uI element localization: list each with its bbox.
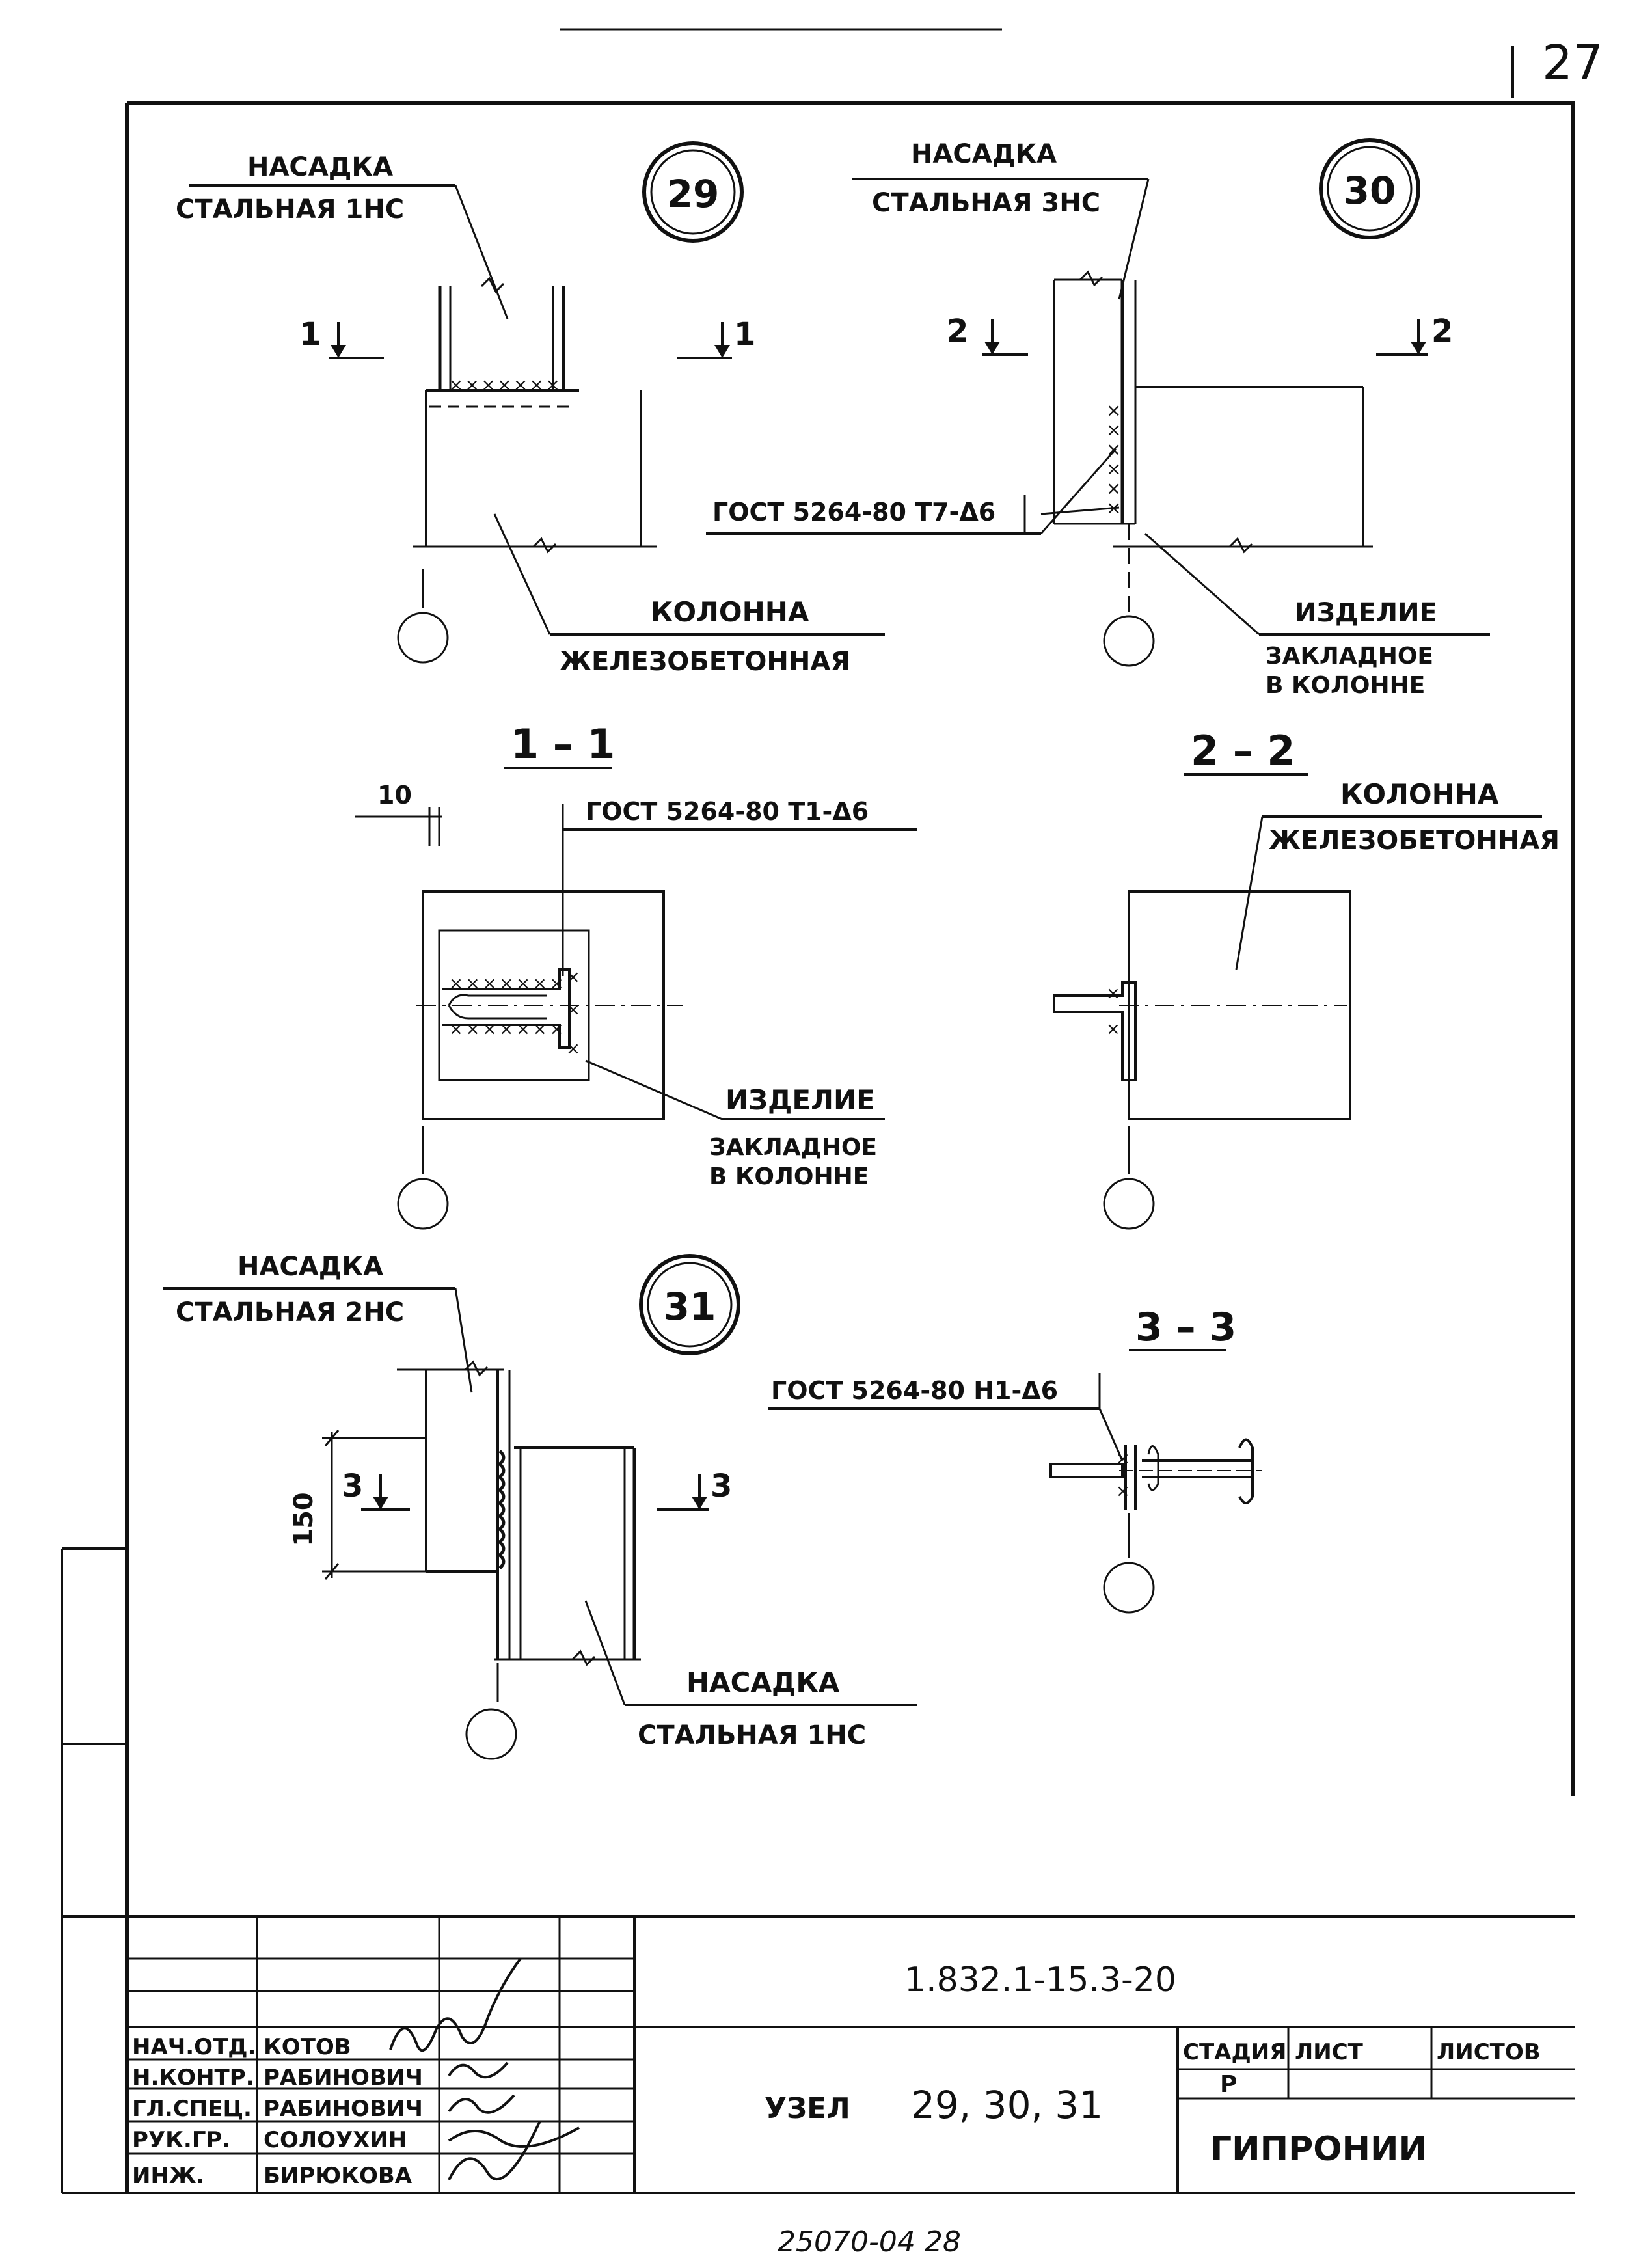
weld-callout: ГОСТ 5264-80 Т1-Δ6 <box>586 797 869 826</box>
embed-label-sub2: В КОЛОННЕ <box>709 1163 869 1190</box>
section-3-3: 3 – 3 ГОСТ 5264-80 Н1-Δ6 × × <box>768 1305 1262 1614</box>
role-label: НАЧ.ОТД. <box>132 2034 256 2060</box>
section-mark-1-left: 1 <box>299 316 321 353</box>
section-title: 2 – 2 <box>1191 727 1295 774</box>
svg-text:×: × <box>566 968 580 987</box>
axis-bubble <box>465 1708 517 1760</box>
role-label: Н.КОНТР. <box>132 2065 254 2091</box>
svg-text:×: × <box>1106 400 1121 421</box>
nasadka-label-title: НАСАДКА <box>247 152 393 182</box>
title-block <box>127 1916 1575 2193</box>
organization: ГИПРОНИИ <box>1210 2130 1427 2169</box>
svg-text:×: × <box>566 1039 580 1059</box>
svg-text:×××××××: ××××××× <box>449 974 567 994</box>
sheet-number: 27 <box>1542 35 1603 91</box>
node-marker-31 <box>639 1254 740 1355</box>
dimension-10: 10 <box>377 781 412 809</box>
nasadka-lower-title: НАСАДКА <box>686 1666 840 1698</box>
stage-header: СТАДИЯ <box>1183 2039 1286 2065</box>
person-name: КОТОВ <box>264 2034 351 2060</box>
node-numbers: 29, 30, 31 <box>911 2083 1103 2127</box>
embed-label-sub1: ЗАКЛАДНОЕ <box>709 1134 877 1161</box>
dimension-150: 150 <box>289 1492 319 1547</box>
sheet-header: ЛИСТ <box>1295 2039 1364 2065</box>
sheet-frame <box>61 101 1575 2194</box>
section-title: 1 – 1 <box>511 720 615 768</box>
role-label: РУК.ГР. <box>132 2127 230 2153</box>
column-label-sub: ЖЕЛЕЗОБЕТОННАЯ <box>1269 826 1560 856</box>
axis-bubble <box>397 612 449 664</box>
weld-callout: ГОСТ 5264-80 Н1-Δ6 <box>771 1376 1058 1405</box>
nasadka-label-sub: СТАЛЬНАЯ 1НС <box>176 195 404 224</box>
detail-29: НАСАДКА СТАЛЬНАЯ 1НС 29 ××××××× 1 1 <box>176 141 885 677</box>
person-name: СОЛОУХИН <box>264 2127 407 2153</box>
axis-bubble <box>1103 1562 1155 1614</box>
embed-label-sub2: В КОЛОННЕ <box>1266 672 1425 699</box>
axis-bubble <box>397 1178 449 1230</box>
role-label: ИНЖ. <box>132 2163 204 2189</box>
section-mark-2-right: 2 <box>1431 313 1453 349</box>
sheets-header: ЛИСТОВ <box>1437 2039 1541 2065</box>
nasadka-label-sub: СТАЛЬНАЯ 3НС <box>872 188 1100 218</box>
section-1-1: 1 – 1 10 ГОСТ 5264-80 Т1-Δ6 ××××××× ××××… <box>355 720 917 1230</box>
sheet-code: 1.832.1-15.3-20 <box>904 1961 1176 2000</box>
embed-label-title: ИЗДЕЛИЕ <box>725 1084 875 1116</box>
node-marker-30-label: 30 <box>1344 169 1396 213</box>
svg-text:×: × <box>1106 419 1121 441</box>
svg-text:×: × <box>1116 1449 1130 1469</box>
person-name: РАБИНОВИЧ <box>264 2096 423 2122</box>
section-mark-2-left: 2 <box>947 313 968 349</box>
section-title: 3 – 3 <box>1135 1305 1236 1350</box>
nasadka-label-title: НАСАДКА <box>237 1252 383 1282</box>
role-label: ГЛ.СПЕЦ. <box>132 2096 252 2122</box>
embed-label-sub1: ЗАКЛАДНОЕ <box>1266 643 1433 670</box>
detail-30: НАСАДКА СТАЛЬНАЯ 3НС 30 × × × × × × 2 <box>706 138 1490 699</box>
detail-31: НАСАДКА СТАЛЬНАЯ 2НС 31 150 3 <box>163 1252 917 1760</box>
axis-bubble <box>1103 1178 1155 1230</box>
column-label-title: КОЛОННА <box>651 596 809 628</box>
column-label-sub: ЖЕЛЕЗОБЕТОННАЯ <box>560 647 850 677</box>
svg-text:×: × <box>1116 1482 1130 1501</box>
svg-text:×××××××: ××××××× <box>449 1020 567 1039</box>
node-marker-29-label: 29 <box>667 172 720 216</box>
section-mark-3-left: 3 <box>342 1468 363 1504</box>
stage-value: Р <box>1220 2071 1237 2098</box>
person-name: БИРЮКОВА <box>264 2163 413 2189</box>
section-mark-1-right: 1 <box>734 316 755 353</box>
svg-text:×: × <box>1106 1020 1120 1039</box>
node-label: УЗЕЛ <box>765 2092 850 2125</box>
section-2-2: 2 – 2 КОЛОННА ЖЕЛЕЗОБЕТОННАЯ × × <box>1053 727 1560 1230</box>
svg-text:×: × <box>1106 478 1121 499</box>
node-marker-31-label: 31 <box>664 1284 716 1329</box>
svg-text:×: × <box>566 1000 580 1020</box>
svg-text:×: × <box>1106 984 1120 1003</box>
embed-label-title: ИЗДЕЛИЕ <box>1295 598 1437 628</box>
node-marker-30 <box>1319 138 1420 239</box>
archive-number: 25070-04 28 <box>778 2225 961 2259</box>
column-label-title: КОЛОННА <box>1340 778 1499 810</box>
svg-text:×××××××: ××××××× <box>449 375 562 395</box>
section-mark-3-right: 3 <box>711 1468 732 1504</box>
axis-bubble <box>1103 615 1155 667</box>
signature-strokes <box>389 1957 580 2180</box>
weld-callout: ГОСТ 5264-80 Т7-Δ6 <box>712 498 995 526</box>
nasadka-label-sub: СТАЛЬНАЯ 2НС <box>176 1297 404 1327</box>
nasadka-lower-sub: СТАЛЬНАЯ 1НС <box>638 1720 866 1750</box>
node-marker-29 <box>642 141 744 243</box>
person-name: РАБИНОВИЧ <box>264 2065 423 2091</box>
nasadka-label-title: НАСАДКА <box>911 139 1057 169</box>
svg-text:×: × <box>1106 458 1121 480</box>
